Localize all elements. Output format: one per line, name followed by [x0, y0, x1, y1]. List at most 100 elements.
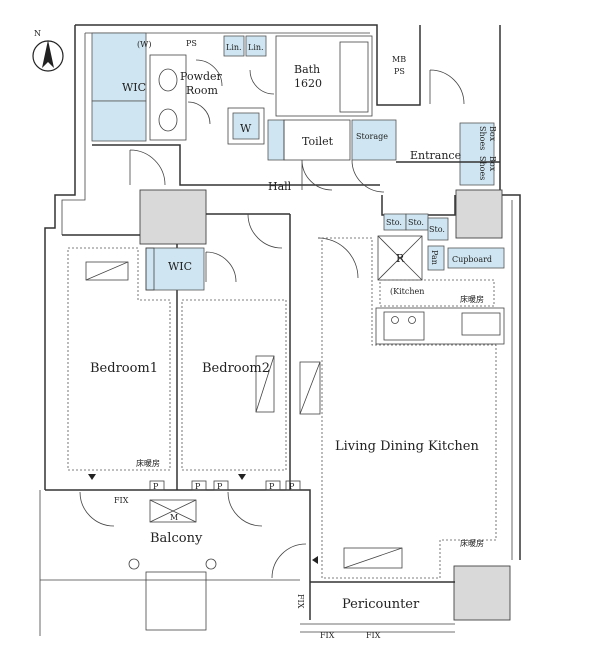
sink-2 [158, 108, 178, 132]
label-bedroom1: Bedroom1 [90, 361, 158, 376]
hall-wall-top [92, 144, 380, 186]
door-entrance [429, 69, 465, 105]
door-storage [351, 159, 385, 193]
ac-bedroom2 [255, 355, 275, 413]
ac-bedroom2-diag [255, 355, 275, 413]
balcony-hatch [149, 499, 197, 523]
ac-bedroom1 [85, 261, 129, 281]
sto-wall [381, 195, 456, 216]
cupboard [447, 247, 505, 269]
fridge-cross [377, 235, 423, 281]
pantry [427, 245, 445, 271]
burner-2 [408, 316, 416, 324]
label-wic-top: WIC [122, 81, 146, 94]
washer-box [232, 112, 260, 140]
door-balcony-3 [271, 543, 307, 579]
label-mb: MB [392, 55, 406, 64]
ac-ldk-left [299, 361, 321, 415]
balcony-hatch-cross [149, 499, 197, 523]
label-pan: Pan [430, 250, 439, 265]
bedroom2-floor-heat-area [181, 299, 287, 471]
label-kitchen: (Kitchen [390, 287, 424, 296]
label-ps: PS [186, 39, 197, 48]
label-fix-3: FIX [320, 631, 335, 640]
label-shoes-2a: Shoes [478, 156, 487, 180]
door-wic-mid [205, 251, 237, 283]
label-floor-heat-2: 床暖房 [136, 458, 160, 468]
label-lin-2: Lin. [248, 43, 264, 52]
bathtub [339, 41, 369, 113]
label-p-3: P [217, 482, 223, 491]
ac-bedroom1-diag [85, 261, 129, 281]
p-box-5 [285, 480, 301, 491]
label-floor-heat-3: 床暖房 [460, 538, 484, 548]
label-w-small: (W) [137, 40, 151, 49]
label-bath: Bath [294, 63, 320, 76]
sink-kitchen [461, 312, 501, 336]
door-balcony-2 [227, 491, 263, 527]
outer-wall [44, 24, 521, 560]
bathroom [275, 35, 373, 117]
label-sto-1: Sto. [386, 218, 402, 227]
drain-1 [128, 558, 140, 570]
arrow-marker-2 [238, 474, 246, 480]
label-m: M [170, 513, 178, 522]
shoes-box [459, 122, 495, 186]
door-ldk [317, 237, 359, 279]
ac-ldk-bottom [343, 547, 403, 569]
ac-ldk-left-diag [299, 361, 321, 415]
label-fix-4: FIX [366, 631, 381, 640]
label-sto-2: Sto. [408, 218, 424, 227]
bedroom1-floor-heat-area [67, 247, 171, 471]
label-pericounter: Pericounter [342, 597, 420, 612]
door-hall-wic [129, 149, 166, 186]
sink-1 [158, 68, 178, 92]
label-sto-3: Sto. [429, 225, 445, 234]
wic-top [91, 32, 147, 102]
label-floor-heat-1: 床暖房 [460, 294, 484, 304]
label-toilet: Toilet [302, 135, 334, 148]
label-wic-mid: WIC [168, 260, 192, 273]
column-center [139, 189, 207, 245]
arrow-marker-1 [88, 474, 96, 480]
wic-middle [145, 247, 205, 291]
burner-1 [391, 316, 399, 324]
p-box-3 [213, 480, 229, 491]
label-ps-2: PS [394, 67, 405, 76]
ldk-wall-left [206, 213, 291, 490]
label-shoes-1a: Shoes [478, 126, 487, 150]
compass-letter: N [34, 29, 41, 38]
linen-2 [245, 35, 267, 57]
label-cupboard: Cupboard [452, 255, 492, 264]
label-ldk: Living Dining Kitchen [335, 439, 479, 454]
label-room: Room [186, 84, 219, 97]
label-lin-1: Lin. [226, 43, 242, 52]
label-r: R [396, 252, 405, 265]
vanity-counter [149, 54, 187, 141]
column-right [455, 189, 503, 239]
label-shoes-1b: Box [488, 126, 497, 142]
balcony-rail [39, 490, 300, 636]
toilet-storage-left [267, 119, 285, 161]
balcony-wall [45, 489, 311, 620]
toilet-room [283, 119, 351, 161]
door-powder [195, 59, 223, 87]
arrow-marker-3 [312, 556, 318, 564]
label-bedroom2: Bedroom2 [202, 361, 270, 376]
label-bath-size: 1620 [294, 77, 322, 90]
door-balcony-1 [79, 491, 115, 527]
kitchen-counter-dash [379, 279, 495, 307]
p-box-4 [265, 480, 281, 491]
kitchen-island [375, 307, 505, 345]
label-w-box: W [240, 122, 252, 135]
p-box-2 [191, 480, 207, 491]
cooktop [383, 311, 425, 341]
label-p-4: P [269, 482, 275, 491]
drain-2 [205, 558, 217, 570]
label-shoes-2b: Box [488, 156, 497, 172]
label-entrance: Entrance [410, 149, 461, 162]
door-powder-2 [187, 101, 211, 125]
label-fix-2: FIX [296, 594, 305, 609]
label-p-5: P [289, 482, 295, 491]
